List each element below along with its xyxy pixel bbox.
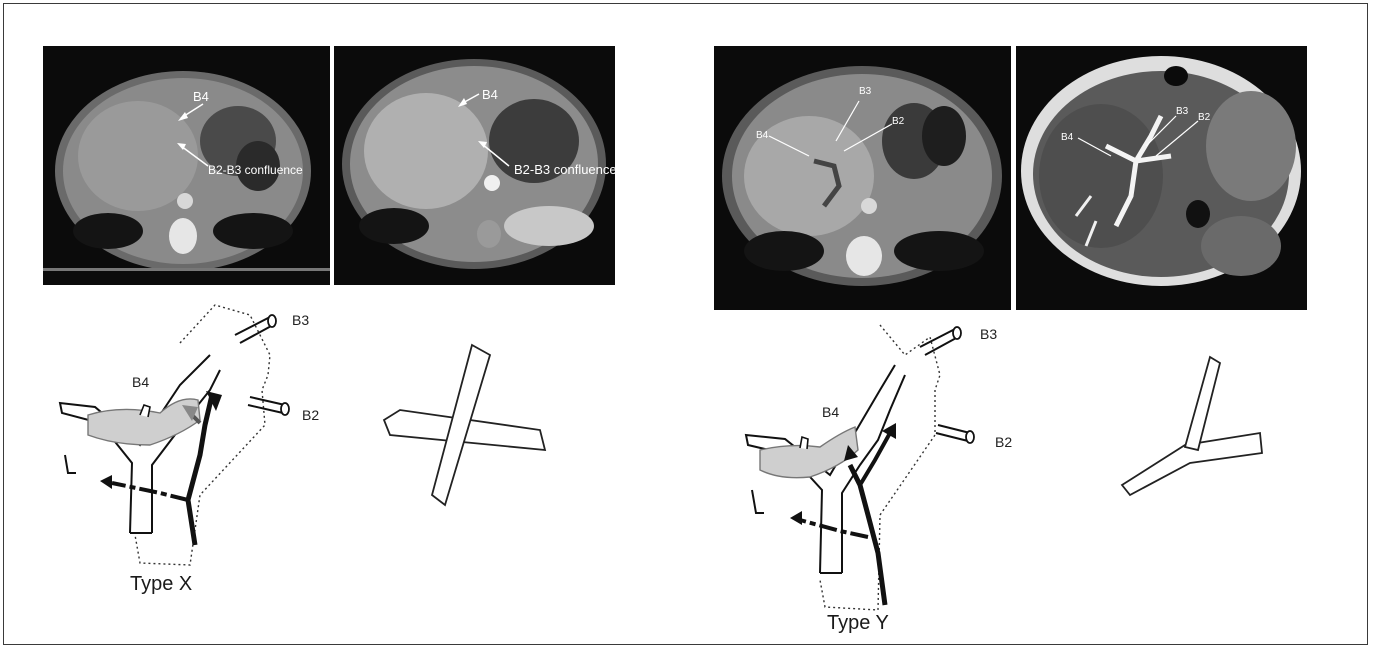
type-y-ct-scan: B3 B2 B4 bbox=[714, 46, 1011, 310]
x-shape-icon bbox=[384, 345, 545, 505]
diagram-label-b3: B3 bbox=[292, 312, 309, 328]
diagram-label-b2: B2 bbox=[302, 407, 319, 423]
ct-label-b3: B3 bbox=[859, 86, 872, 97]
type-x-ct-scan: B4 B2-B3 confluence bbox=[43, 46, 330, 285]
mr-label-confluence: B2-B3 confluence bbox=[514, 162, 615, 177]
diagram-label-b4: B4 bbox=[132, 374, 149, 390]
ct-label-b4: B4 bbox=[193, 89, 209, 104]
ct-label-b2: B2 bbox=[892, 116, 905, 127]
diagram-label-b2: B2 bbox=[995, 434, 1012, 450]
type-y-mr-scan: B3 B2 B4 bbox=[1016, 46, 1307, 310]
type-x-mr-scan: B4 B2-B3 confluence bbox=[334, 46, 615, 285]
type-y-diagram: B3 B4 B2 bbox=[730, 315, 1330, 615]
diagram-label-b3: B3 bbox=[980, 326, 997, 342]
mr-label-b4: B4 bbox=[1061, 132, 1074, 143]
type-x-caption: Type X bbox=[130, 573, 192, 596]
type-y-panel: B3 B2 B4 B3 B2 B4 bbox=[680, 0, 1373, 650]
ct-label-confluence: B2-B3 confluence bbox=[208, 163, 303, 177]
mr-label-b2: B2 bbox=[1198, 112, 1211, 123]
mr-label-b4: B4 bbox=[482, 87, 498, 102]
y-shape-icon bbox=[1122, 357, 1262, 495]
diagram-label-b4: B4 bbox=[822, 404, 839, 420]
type-x-panel: B4 B2-B3 confluence B4 B2-B3 confluence bbox=[0, 0, 680, 650]
type-y-caption: Type Y bbox=[827, 612, 889, 635]
ct-label-b4: B4 bbox=[756, 130, 769, 141]
type-x-diagram: B3 B4 B2 bbox=[40, 295, 640, 595]
mr-label-b3: B3 bbox=[1176, 106, 1189, 117]
